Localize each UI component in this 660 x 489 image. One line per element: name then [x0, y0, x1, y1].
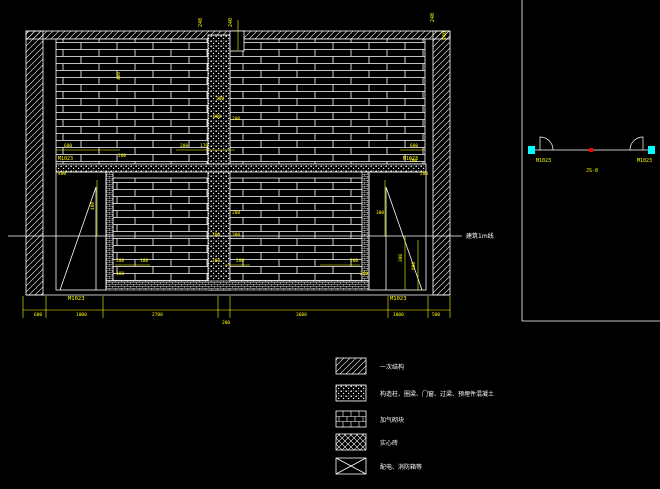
dim-side-8: 200: [420, 171, 428, 177]
dim-bottom-4: 3600: [296, 312, 307, 318]
dim-side-3: 800: [411, 262, 417, 270]
dim-lower-3: 200: [236, 258, 244, 264]
dim-upper-6: 600: [410, 143, 418, 149]
dim-upper-3: 800: [213, 114, 221, 120]
left-jamb: [105, 171, 114, 282]
plan-view: M1023 M1023 JS-8: [521, 0, 660, 322]
lower-block-wall-right: [229, 177, 363, 282]
door-swing-right: [385, 186, 423, 291]
base-strip: [105, 280, 370, 291]
plan-tag-right: M1023: [637, 158, 652, 164]
left-structural-wall: [25, 30, 44, 296]
plan-marker: [589, 148, 593, 152]
door-opening-left: [55, 171, 107, 291]
legend-label-structure: 一次结构: [380, 363, 404, 371]
legend-label-concrete: 构造柱、圈梁、门窗、过梁、预埋件混凝土: [380, 390, 494, 398]
dim-bottom-5: 1000: [393, 312, 404, 318]
legend-item-concrete: 构造柱、圈梁、门窗、过梁、预埋件混凝土: [335, 384, 494, 402]
legend-label-brick: 实心砖: [380, 439, 398, 447]
dim-lower-5: 200: [350, 258, 358, 264]
plan-wall-right: [648, 146, 655, 154]
door-swing-left: [59, 186, 97, 291]
legend-item-block: 加气砌块: [335, 410, 404, 428]
plan-door-swing-right: [629, 136, 644, 151]
dim-bottom-6: 500: [432, 312, 440, 318]
dim-lower-4: 200: [232, 210, 240, 216]
dim-upper-7: 200: [409, 158, 417, 164]
dim-bottom-1: 1000: [76, 312, 87, 318]
legend-item-structure: 一次结构: [335, 357, 404, 375]
dim-bottom-3: 200: [222, 320, 230, 326]
dim-upper-8: 200: [216, 96, 224, 102]
dim-side-2: 380: [398, 254, 404, 262]
plan-tag-left: M1023: [536, 158, 551, 164]
dim-side-4: 400: [116, 72, 122, 80]
door-tag-upper-left: M1023: [58, 156, 73, 162]
dim-bottom-0: 600: [34, 312, 42, 318]
right-jamb: [361, 171, 370, 282]
door-tag-lower-right: M1023: [390, 296, 407, 302]
column-notch: [229, 30, 245, 52]
dim-lower-1: 180: [140, 258, 148, 264]
dim-side-0: 400: [90, 202, 96, 210]
wall-elevation: [8, 30, 462, 296]
legend-item-box: 配电、消防箱等: [335, 457, 422, 475]
dim-top-0: 240: [198, 18, 204, 27]
dim-side-7: 400: [58, 171, 66, 177]
dim-top-2: 240: [430, 13, 436, 22]
door-tags: M1023 M1023 M1023 M1023: [58, 156, 418, 302]
right-structural-wall: [432, 30, 451, 296]
legend-label-box: 配电、消防箱等: [380, 463, 422, 471]
dim-side-1: 300: [376, 210, 384, 216]
dim-side-6: 200: [212, 232, 220, 238]
plan-wall-left: [528, 146, 535, 154]
top-dimension-texts: 240 240 240 240: [198, 13, 448, 40]
dim-side-5: 300: [232, 232, 240, 238]
bottom-dimension-texts: 600 1000 2700 200 3600 1000 500: [34, 312, 440, 326]
constructional-column: [207, 34, 231, 291]
dim-lower-2: 200: [212, 258, 220, 264]
legend-item-brick: 实心砖: [335, 433, 398, 451]
upper-block-wall-right: [229, 38, 426, 165]
dim-lower-7: 200: [360, 271, 368, 277]
dim-upper-1: 200: [118, 153, 126, 159]
lower-block-wall-left: [112, 177, 209, 282]
plan-door-swing-left: [539, 136, 554, 151]
dim-upper-0: 600: [64, 143, 72, 149]
dim-upper-5: 170: [200, 143, 208, 149]
lower-dimension-texts: 200 180 200 200 200 200 180 200: [116, 210, 368, 277]
legend-label-block: 加气砌块: [380, 416, 404, 424]
dim-upper-2: 200: [180, 143, 188, 149]
lintel-beam: [55, 163, 427, 173]
dim-top-3: 240: [442, 31, 448, 40]
side-dimension-texts: 400 300 380 800 400 300 200 400 200: [58, 72, 428, 270]
dim-lower-0: 200: [116, 258, 124, 264]
door-tag-lower-left: M1023: [68, 296, 85, 302]
legend: 一次结构 构造柱、圈梁、门窗、过梁、预埋件混凝土 加气砌块 实心砖 配电、消防箱…: [335, 357, 494, 475]
dimension-lines: [22, 20, 451, 318]
door-tag-upper-right: M1023: [403, 156, 418, 162]
dim-lower-6: 180: [116, 271, 124, 277]
plan-center-label: JS-8: [586, 168, 598, 174]
dim-top-1: 240: [228, 18, 234, 27]
upper-dimension-texts: 600 200 200 800 200 170 600 200 200: [64, 96, 418, 164]
door-opening-right: [368, 171, 427, 291]
dim-bottom-2: 2700: [152, 312, 163, 318]
dim-upper-4: 200: [232, 116, 240, 122]
level-label: 建筑1m线: [466, 232, 494, 240]
